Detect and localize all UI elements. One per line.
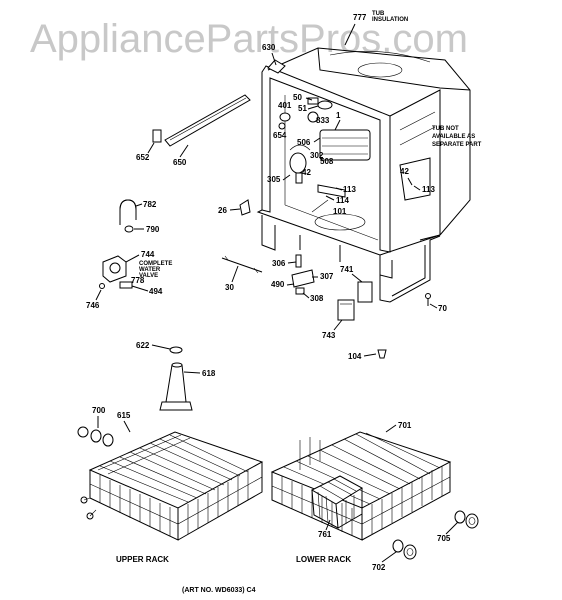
parts-306-307-308-490: 306 307 490 308	[271, 254, 334, 303]
svg-text:622: 622	[136, 341, 150, 350]
svg-text:COMPLETE: COMPLETE	[139, 261, 172, 267]
label-114: 114	[336, 196, 349, 205]
feed-tube-618: 618	[159, 362, 216, 411]
part-652: 652	[136, 129, 162, 162]
svg-text:308: 308	[310, 294, 324, 303]
svg-text:777: 777	[353, 13, 367, 22]
svg-text:VALVE: VALVE	[139, 273, 158, 279]
label-42-right: 42	[400, 167, 409, 176]
part-700: 700	[77, 406, 114, 447]
label-494: 494	[149, 287, 163, 296]
svg-text:TUB: TUB	[372, 11, 385, 17]
svg-text:618: 618	[202, 369, 216, 378]
label-630: 630	[262, 43, 276, 52]
svg-text:700: 700	[92, 406, 106, 415]
art-number: (ART NO. WD6033) C4	[182, 587, 256, 594]
svg-text:30: 30	[225, 283, 234, 292]
label-401: 401	[278, 101, 292, 110]
upper-rack: 615	[80, 411, 264, 541]
label-654: 654	[273, 131, 287, 140]
gasket-650: 650	[164, 94, 251, 167]
wheels-705: 705	[437, 510, 479, 543]
svg-text:782: 782	[143, 200, 157, 209]
svg-text:26: 26	[218, 206, 227, 215]
label-305: 305	[267, 175, 281, 184]
part-104: 104	[348, 349, 387, 361]
svg-text:TUB NOT: TUB NOT	[432, 126, 459, 132]
clamp-790: 790	[124, 225, 160, 234]
water-valve-744: 744 COMPLETE WATER VALVE 778 494 746	[86, 250, 172, 310]
svg-text:INSULATION: INSULATION	[372, 17, 408, 23]
svg-text:790: 790	[146, 225, 160, 234]
part-26: 26	[218, 199, 251, 216]
label-113-right: 113	[422, 185, 435, 194]
svg-text:744: 744	[141, 250, 155, 259]
label-778: 778	[131, 276, 145, 285]
hose-782: 782	[119, 199, 157, 225]
label-506: 506	[297, 138, 311, 147]
tub-part-labels: 630 50 401 51 833 1 654 506 302 508 42 3…	[262, 43, 435, 216]
tub-insulation-note: 777 TUB INSULATION	[344, 11, 408, 46]
svg-text:741: 741	[340, 265, 354, 274]
svg-text:743: 743	[322, 331, 336, 340]
tub-not-available-note: TUB NOT AVAILABLE AS SEPARATE PART	[432, 126, 482, 148]
label-42-left: 42	[302, 168, 311, 177]
label-50: 50	[293, 93, 302, 102]
svg-text:70: 70	[438, 304, 447, 313]
svg-text:615: 615	[117, 411, 131, 420]
cable-30: 30	[221, 255, 263, 292]
svg-text:307: 307	[320, 272, 334, 281]
wheels-702: 702	[372, 539, 417, 572]
label-508: 508	[320, 157, 334, 166]
label-1: 1	[336, 111, 341, 120]
svg-text:SEPARATE PART: SEPARATE PART	[432, 142, 482, 148]
screw-70: 70	[425, 293, 447, 313]
upper-rack-caption: UPPER RACK	[116, 555, 169, 564]
part-741: 741	[340, 265, 373, 303]
svg-text:306: 306	[272, 259, 286, 268]
label-101: 101	[333, 207, 347, 216]
lower-rack-caption: LOWER RACK	[296, 555, 351, 564]
ring-622: 622	[136, 341, 183, 354]
svg-text:702: 702	[372, 563, 386, 572]
svg-text:104: 104	[348, 352, 362, 361]
part-743: 743	[322, 299, 355, 340]
svg-text:705: 705	[437, 534, 451, 543]
svg-text:650: 650	[173, 158, 187, 167]
svg-text:701: 701	[398, 421, 412, 430]
svg-text:WATER: WATER	[139, 267, 161, 273]
label-746: 746	[86, 301, 100, 310]
lower-rack: 701 761	[270, 421, 452, 541]
label-761: 761	[318, 530, 332, 539]
label-51: 51	[298, 104, 307, 113]
svg-text:652: 652	[136, 153, 150, 162]
label-113-left: 113	[343, 185, 356, 194]
svg-text:490: 490	[271, 280, 285, 289]
label-833: 833	[316, 116, 330, 125]
label-302: 302	[310, 151, 324, 160]
svg-text:AVAILABLE AS: AVAILABLE AS	[432, 134, 475, 140]
